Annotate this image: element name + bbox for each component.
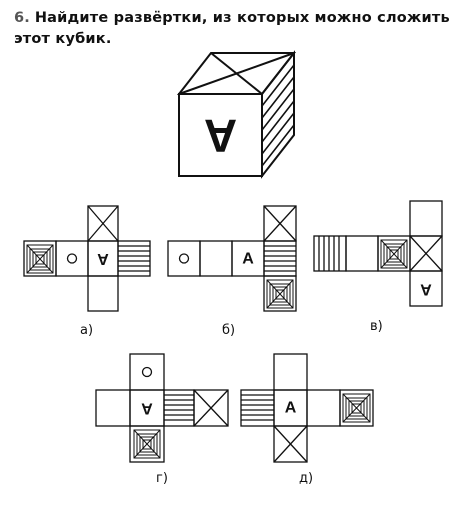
net-v-letter: A xyxy=(420,281,432,298)
net-g-letter: A xyxy=(141,400,153,417)
net-b-concentric xyxy=(266,279,294,309)
net-g-circle xyxy=(141,366,153,378)
task-text: Найдите развёртки, из которых можно слож… xyxy=(14,10,450,47)
net-v xyxy=(313,200,443,307)
net-v-stripes xyxy=(318,236,340,271)
net-g-caption: г) xyxy=(156,471,168,486)
net-b-letter: A xyxy=(242,251,254,268)
net-a-square-top xyxy=(87,205,119,242)
net-v-caption: в) xyxy=(370,319,383,334)
net-d-concentric xyxy=(342,393,371,423)
net-d xyxy=(240,353,374,463)
net-v-square-top xyxy=(409,200,443,237)
net-d-caption: д) xyxy=(299,471,313,486)
net-v-square-2 xyxy=(345,235,379,272)
cube-right-face xyxy=(261,50,295,179)
net-a-square-2 xyxy=(55,240,89,277)
net-a-circle xyxy=(66,253,78,264)
net-g-stripes xyxy=(164,394,194,421)
net-d-stripes xyxy=(241,394,274,421)
net-a-stripes xyxy=(118,245,150,272)
net-d-square-bottom xyxy=(273,425,308,463)
net-d-square-4 xyxy=(339,389,374,427)
net-a-square-4 xyxy=(117,240,151,277)
net-b-square-1 xyxy=(167,240,201,277)
net-b-caption: б) xyxy=(222,323,235,338)
net-b-square-top xyxy=(263,205,297,242)
cube-top-cross-2 xyxy=(210,52,263,95)
net-g-square-bottom xyxy=(129,425,165,463)
cube-letter: A xyxy=(204,110,237,162)
net-v-square-bottom xyxy=(409,270,443,307)
net-g xyxy=(95,353,229,463)
net-b-square-bottom xyxy=(263,275,297,312)
cube-right-stripes xyxy=(261,64,295,167)
net-g-square-1 xyxy=(95,389,131,427)
cube xyxy=(176,50,297,179)
net-a xyxy=(23,205,151,312)
net-g-concentric xyxy=(133,429,161,459)
net-v-concentric xyxy=(380,239,408,269)
net-d-square-top xyxy=(273,353,308,391)
net-a-square-bottom xyxy=(87,275,119,312)
net-b-square-2 xyxy=(199,240,233,277)
net-d-letter: A xyxy=(285,400,297,417)
net-d-square-3 xyxy=(306,389,341,427)
task-statement: 6. Найдите развёртки, из которых можно с… xyxy=(14,8,454,50)
task-number: 6. xyxy=(14,10,30,26)
net-a-letter: A xyxy=(97,250,109,267)
net-g-square-4 xyxy=(193,389,229,427)
net-b-circle xyxy=(178,253,190,264)
net-b-stripes xyxy=(264,245,296,272)
net-a-caption: а) xyxy=(80,323,93,338)
net-b xyxy=(167,205,297,312)
net-g-square-top xyxy=(129,353,165,391)
net-a-concentric xyxy=(26,244,54,274)
